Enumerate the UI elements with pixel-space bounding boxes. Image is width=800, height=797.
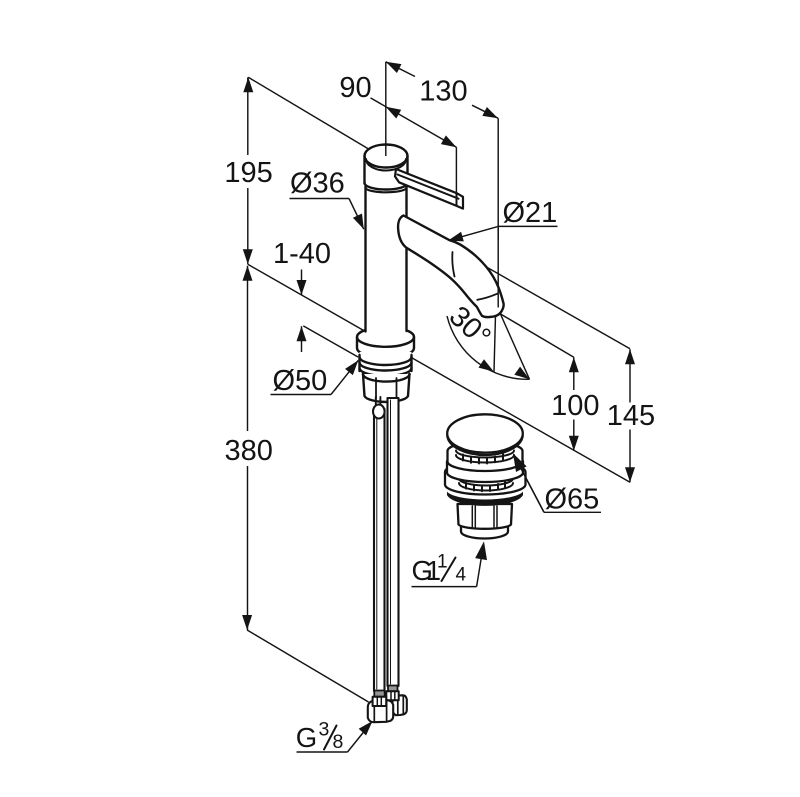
svg-text:380: 380	[225, 435, 273, 467]
svg-text:Ø36: Ø36	[290, 168, 345, 200]
svg-text:3: 3	[319, 719, 330, 741]
svg-text:Ø21: Ø21	[503, 197, 558, 229]
svg-text:90: 90	[339, 72, 371, 104]
svg-text:130: 130	[419, 76, 467, 108]
svg-text:Ø50: Ø50	[273, 365, 328, 397]
svg-text:8: 8	[333, 731, 344, 753]
svg-text:Ø65: Ø65	[545, 484, 600, 516]
svg-text:G: G	[296, 722, 317, 753]
svg-text:G: G	[412, 555, 433, 586]
svg-text:1-40: 1-40	[273, 238, 331, 270]
svg-text:4: 4	[456, 565, 467, 586]
svg-text:1: 1	[426, 555, 441, 586]
svg-text:1: 1	[437, 552, 448, 573]
svg-text:100: 100	[551, 390, 599, 422]
svg-text:195: 195	[224, 157, 272, 189]
svg-text:145: 145	[607, 400, 655, 432]
